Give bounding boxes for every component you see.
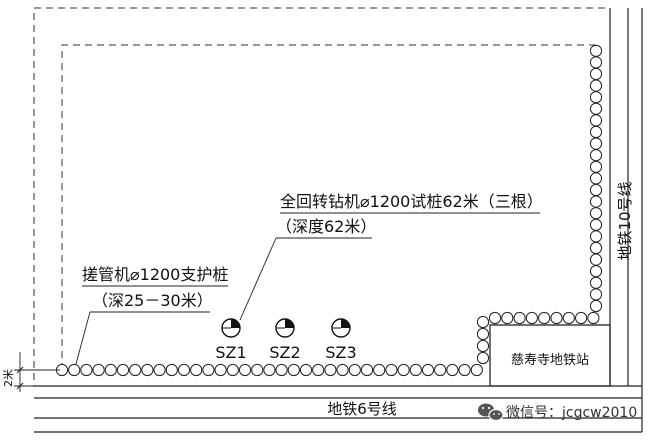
retaining-pile [589,288,603,301]
retaining-pile [589,56,603,69]
retaining-pile-row [55,44,603,377]
retaining-pile [589,172,603,185]
retaining-pile [275,363,288,377]
retaining-pile [226,363,239,377]
retaining-pile [165,363,178,377]
retaining-pile [92,363,105,377]
retaining-pile [68,363,81,377]
retaining-pile [589,149,603,162]
retaining-pile [238,363,252,377]
retaining-pile [589,114,603,127]
oscillator-label-line2: （深25－30米） [92,291,213,310]
metro-line-10-label: 地铁10号线 [616,181,634,260]
offset-dimension: 2米 [2,352,60,392]
retaining-pile [336,363,349,377]
retaining-pile [589,265,603,278]
retaining-pile [589,102,603,115]
retaining-pile [589,253,603,266]
retaining-pile [251,363,264,377]
retaining-pile [589,44,603,57]
retaining-pile [177,363,191,377]
retaining-pile [348,363,361,377]
station-label: 慈寿寺地铁站 [511,353,589,368]
retaining-pile [476,327,490,341]
oscillator-label-line1: 搓管机⌀1200支护桩 [82,265,228,284]
retaining-pile [589,91,603,104]
retaining-pile [434,363,447,377]
retaining-pile [476,339,490,353]
retaining-pile [538,311,551,325]
retaining-pile [116,363,130,377]
retaining-pile [421,363,435,377]
retaining-pile [589,230,603,243]
retaining-pile [587,311,600,325]
retaining-pile [476,351,490,365]
retaining-pile [190,363,203,377]
retaining-pile [589,241,603,255]
retaining-pile [141,363,154,377]
retaining-pile [488,311,502,325]
retaining-pile [312,363,325,377]
station-box: 慈寿寺地铁站 [489,324,611,387]
retaining-pile [589,207,603,220]
metro-line-6-label: 地铁6号线 [327,400,397,418]
test-pile-quadrant [341,319,350,328]
retaining-pile [589,276,603,289]
test-piles: SZ1 SZ2 SZ3 [215,318,357,362]
retaining-pile [263,363,276,377]
test-pile-sz2: SZ2 [269,318,301,362]
retaining-pile [397,363,410,377]
retaining-pile [299,363,313,377]
test-pile-sz1: SZ1 [215,318,247,362]
retaining-pile [589,137,603,150]
retaining-pile [80,363,93,377]
metro-line-6-corridor: 地铁6号线 [34,385,642,433]
rotary-label-line2: （深度62米） [276,217,376,236]
retaining-pile [589,218,603,231]
retaining-pile [129,363,142,377]
retaining-pile [589,160,603,173]
retaining-pile [589,67,603,81]
retaining-pile [458,363,471,377]
metro-line-10-corridor: 地铁10号线 [609,8,643,432]
wechat-icon [478,403,504,422]
test-pile-quadrant [231,319,240,328]
retaining-pile [324,363,337,377]
rotary-label-line1: 全回转钻机⌀1200试桩62米（三根） [280,192,543,211]
test-pile-label: SZ1 [215,343,246,362]
retaining-pile [287,363,300,377]
retaining-pile [513,311,526,325]
retaining-pile [575,311,588,325]
retaining-pile [476,315,490,329]
retaining-pile [373,363,386,377]
retaining-pile [470,363,483,377]
retaining-pile [589,183,603,197]
retaining-pile [385,363,398,377]
test-pile-label: SZ2 [269,343,300,362]
retaining-pile [562,311,575,325]
rotary-annotation: 全回转钻机⌀1200试桩62米（三根） （深度62米） [239,192,543,321]
retaining-pile [360,363,374,377]
retaining-pile [525,311,539,325]
retaining-pile [153,363,166,377]
retaining-pile [409,363,422,377]
retaining-pile [446,363,459,377]
test-pile-quadrant [285,319,294,328]
test-pile-label: SZ3 [325,343,356,362]
test-pile-sz3: SZ3 [325,318,357,362]
watermark-text: 微信号：jcgcw2010 [506,405,637,421]
retaining-pile [589,299,603,313]
retaining-pile [550,311,563,325]
retaining-pile [589,79,603,92]
retaining-pile [501,311,514,325]
retaining-pile [202,363,215,377]
offset-dimension-label: 2米 [2,369,15,387]
retaining-pile [214,363,227,377]
watermark: 微信号：jcgcw2010 [478,403,637,422]
retaining-pile [589,195,603,208]
retaining-pile [104,363,117,377]
retaining-pile [589,125,603,139]
oscillator-annotation: 搓管机⌀1200支护桩 （深25－30米） [75,265,228,365]
